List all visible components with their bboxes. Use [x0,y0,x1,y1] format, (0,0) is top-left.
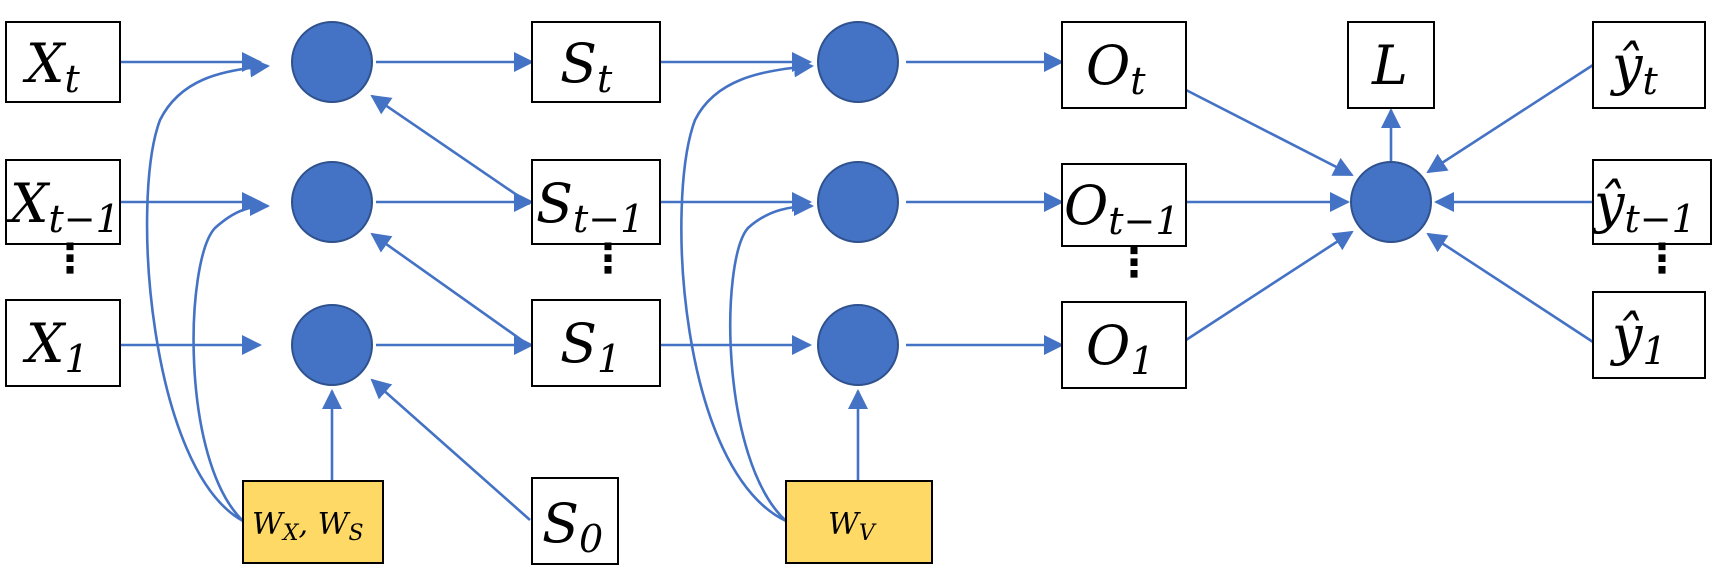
target-yt-base: ŷ [1610,34,1644,97]
state-s0-base: S [542,492,579,555]
target-box-yt-minus-1: ŷt−1 [1592,159,1712,245]
svg-text:WX, WS: WX, WS [252,507,364,546]
edge-s1-to-h-t1 [370,232,531,348]
output-box-ot: Ot [1061,21,1187,109]
target-box-yt: ŷt [1592,21,1706,109]
target-box-y1: ŷ1 [1592,291,1706,379]
state-st-sub: t [597,57,613,101]
target-yt1-sub: t−1 [1625,197,1696,241]
svg-text:Xt−1: Xt−1 [6,172,120,241]
hidden-node-t-minus-1 [291,161,373,243]
output-ot-sub: t [1130,59,1146,103]
input-x1-sub: 1 [64,337,88,381]
output-node-1 [817,304,899,386]
svg-text:S0: S0 [542,492,603,561]
input-xt1-sub: t−1 [48,197,119,241]
edge-ot-to-loss [1185,88,1354,177]
input-x1-base: X [22,312,67,375]
svg-text:ŷ1: ŷ1 [1610,304,1667,373]
svg-text:S1: S1 [560,312,621,381]
output-o1-sub: 1 [1130,339,1154,383]
state-st1-base: S [536,172,573,235]
weight-sep: , [299,507,318,542]
edge-st1-to-h-t [370,94,531,206]
svg-text:X1: X1 [22,312,89,381]
input-xt1-base: X [6,172,51,235]
output-node-t-minus-1 [817,161,899,243]
output-ellipsis: ⋮ [1114,240,1154,286]
loss-label: L [1371,34,1408,97]
state-st-base: S [560,32,597,95]
input-box-xt: Xt [5,21,121,103]
loss-node [1350,161,1432,243]
weight-wx: W [252,507,285,542]
output-node-t [817,21,899,103]
input-box-xt-minus-1: Xt−1 [5,159,121,245]
state-ellipsis: ⋮ [588,236,628,282]
weight-box-wv: WV [785,480,933,564]
svg-text:Ot: Ot [1086,34,1146,103]
output-box-ot-minus-1: Ot−1 [1061,163,1187,247]
input-xt-sub: t [64,57,80,101]
output-ot1-sub: t−1 [1108,199,1179,243]
target-y1-sub: 1 [1643,329,1667,373]
edge-yt-to-loss [1426,63,1594,174]
state-box-st-minus-1: St−1 [531,159,661,245]
edges [120,52,1594,523]
svg-text:WV: WV [828,507,877,546]
loss-box: L [1347,21,1435,109]
target-y1-base: ŷ [1610,304,1644,367]
edge-o1-to-loss [1185,230,1354,342]
edge-wv-to-o-t [680,57,814,523]
target-yt-sub: t [1643,59,1659,103]
svg-text:ŷt: ŷt [1610,34,1659,103]
svg-text:ŷt−1: ŷt−1 [1592,172,1696,241]
weight-wv-sub: V [859,521,877,546]
input-xt-base: X [22,32,67,95]
output-ot-base: O [1086,34,1130,97]
state-box-st: St [531,21,661,103]
target-ellipsis: ⋮ [1642,236,1682,282]
edge-wv-to-o-t1 [729,196,814,522]
edge-wxs-to-h-t [145,57,270,523]
svg-text:Ot−1: Ot−1 [1064,174,1180,243]
svg-text:O1: O1 [1086,314,1154,383]
input-box-x1: X1 [5,299,121,387]
output-o1-base: O [1086,314,1130,377]
state-st1-sub: t−1 [573,197,644,241]
edge-y1-to-loss [1426,232,1594,344]
target-yt1-base: ŷ [1592,172,1626,235]
state-s1-base: S [560,312,597,375]
state-s1-sub: 1 [597,337,621,381]
svg-text:St−1: St−1 [536,172,644,241]
hidden-node-1 [291,304,373,386]
input-ellipsis: ⋮ [50,236,90,282]
edge-s0-to-h-1 [370,378,531,521]
output-ot1-base: O [1064,174,1108,237]
weight-ws: W [318,507,351,542]
weight-wv: W [828,507,861,542]
state-box-s0: S0 [531,477,619,565]
state-s0-sub: 0 [579,517,603,561]
weight-box-wx-ws: WX, WS [242,480,384,564]
svg-text:Xt: Xt [22,32,80,101]
state-box-s1: S1 [531,299,661,387]
weight-wx-sub: X [281,521,300,546]
svg-text:St: St [560,32,613,101]
edge-wxs-to-h-t1 [192,196,270,522]
hidden-node-t [291,21,373,103]
output-box-o1: O1 [1061,301,1187,389]
weight-ws-sub: S [348,521,363,546]
